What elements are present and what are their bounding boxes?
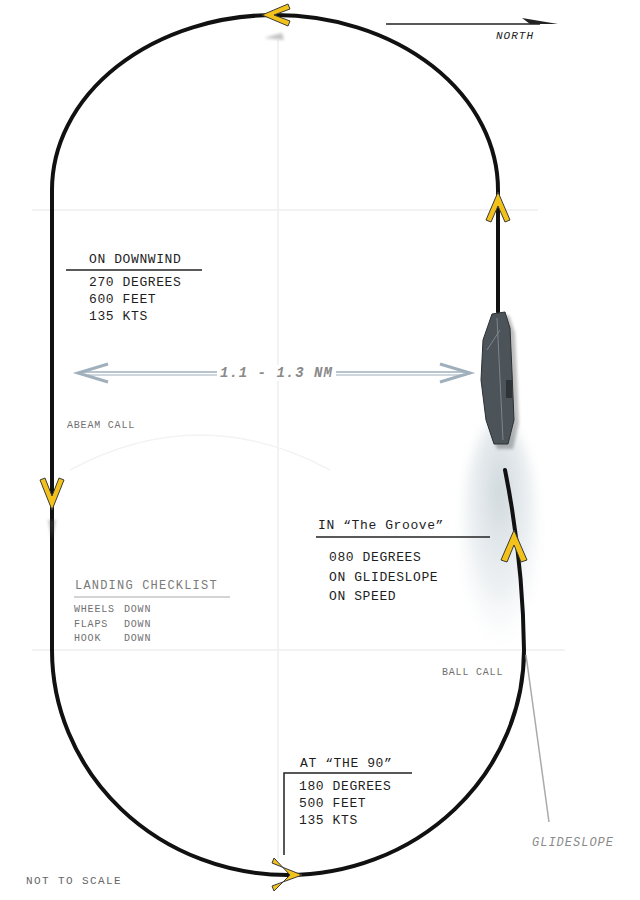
call-note: ABEAM CALL	[67, 420, 135, 432]
checklist-heading: LANDING CHECKLIST	[75, 580, 218, 594]
leg-value: 180 DEGREES	[299, 780, 391, 795]
leg-value: 080 DEGREES	[329, 551, 421, 566]
checklist-state: DOWN	[124, 619, 151, 631]
chevron-shadows	[48, 33, 284, 540]
leg-value: 500 FEET	[299, 797, 366, 812]
checklist-state: DOWN	[124, 633, 151, 645]
leg-value: 600 FEET	[89, 293, 156, 308]
leg-heading: IN “The Groove”	[318, 519, 444, 534]
checklist-item: HOOK	[74, 633, 101, 645]
checklist-underline	[74, 597, 230, 598]
leg-value: ON GLIDESLOPE	[329, 571, 438, 586]
scale-note: NOT TO SCALE	[26, 875, 122, 888]
pattern-track	[52, 15, 524, 875]
grid-lines	[32, 40, 565, 860]
leg-heading: AT “THE 90”	[300, 757, 392, 772]
checklist-state: DOWN	[124, 604, 151, 616]
call-note: BALL CALL	[442, 667, 503, 679]
glideslope-label: GLIDESLOPE	[532, 837, 614, 851]
carrier-ship	[481, 312, 519, 449]
leg-value: ON SPEED	[329, 590, 396, 605]
north-label: NORTH	[496, 30, 534, 43]
distance-arrow	[78, 364, 470, 382]
checklist-item: WHEELS	[74, 604, 115, 616]
north-arrow	[386, 18, 558, 24]
distance-label: 1.1 - 1.3 NM	[217, 365, 336, 381]
leg-value: 270 DEGREES	[89, 276, 181, 291]
leg-heading: ON DOWNWIND	[89, 253, 181, 268]
ship-wake	[462, 420, 538, 660]
leg-value: 135 KTS	[89, 310, 148, 325]
leg-value: 135 KTS	[299, 814, 358, 829]
direction-chevrons	[40, 4, 527, 891]
glideslope-leader	[526, 655, 549, 822]
checklist-item: FLAPS	[74, 619, 108, 631]
heading-underlines	[66, 270, 490, 855]
